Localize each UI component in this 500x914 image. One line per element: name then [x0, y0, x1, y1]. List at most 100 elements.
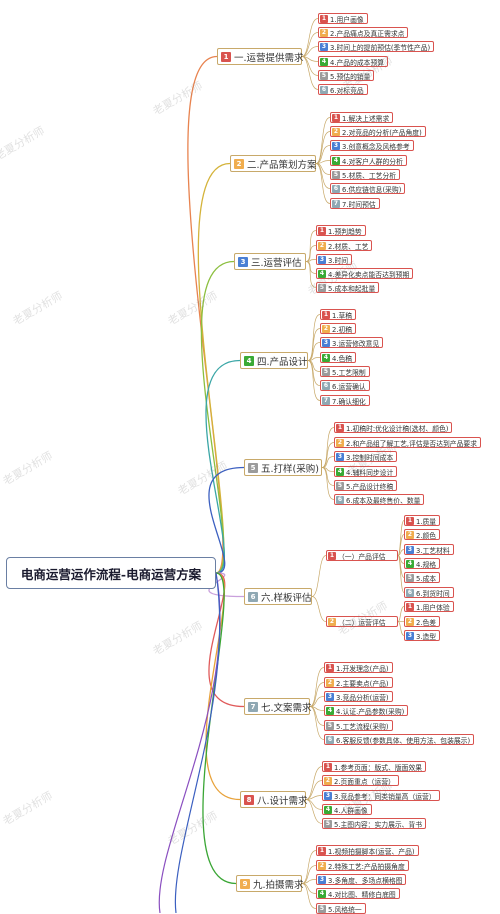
number-badge: 4 — [318, 889, 326, 898]
number-badge: 6 — [336, 495, 344, 504]
leaf-connector — [321, 427, 335, 468]
number-badge: 4 — [406, 559, 414, 568]
leaf-2-7-label: 7.时间预估 — [342, 200, 376, 209]
leaf-connector — [315, 163, 331, 189]
leaf-connector — [315, 117, 331, 164]
leaf-connector — [309, 667, 325, 707]
leaf-4-4-label: 4.色稿 — [332, 354, 353, 363]
leaf-connector — [315, 163, 331, 204]
leaf-5-4-label: 4.辅料同步设计 — [346, 468, 394, 477]
number-badge: 6 — [320, 85, 328, 94]
branch-4-label: 四.产品设计 — [257, 356, 308, 368]
leaf-1-1-label: 1.用户画像 — [330, 15, 364, 24]
number-badge: 2 — [336, 438, 344, 447]
number-badge: 5 — [406, 573, 414, 582]
leaf-connector — [307, 360, 321, 372]
leaf-connector — [305, 799, 323, 824]
number-badge: 4 — [336, 467, 344, 476]
number-badge: 5 — [332, 170, 340, 179]
branch-connector — [208, 466, 245, 574]
leaf-connector — [307, 328, 321, 361]
number-badge: 8 — [244, 794, 254, 805]
number-badge: 2 — [406, 530, 414, 539]
leaf-1-5-label: 5.预估的销量 — [330, 72, 371, 81]
leaf-connector — [315, 131, 331, 164]
leaf-7-5-label: 5.工艺流程(采购) — [336, 722, 389, 731]
group-1[interactable]: 1（一）产品评估 — [326, 550, 398, 561]
group-2[interactable]: 2（二）运营评估 — [326, 616, 398, 627]
leaf-connector — [301, 883, 317, 894]
number-badge: 4 — [322, 353, 330, 362]
leaf-8-4-label: 4.人群画像 — [334, 806, 368, 815]
leaf-connector — [305, 261, 317, 288]
leaf-8-3-label: 3.竞品参考：同类销量高（运营） — [334, 792, 436, 801]
leaf-8-2-label: 2.页面重点（运营） — [334, 777, 395, 786]
